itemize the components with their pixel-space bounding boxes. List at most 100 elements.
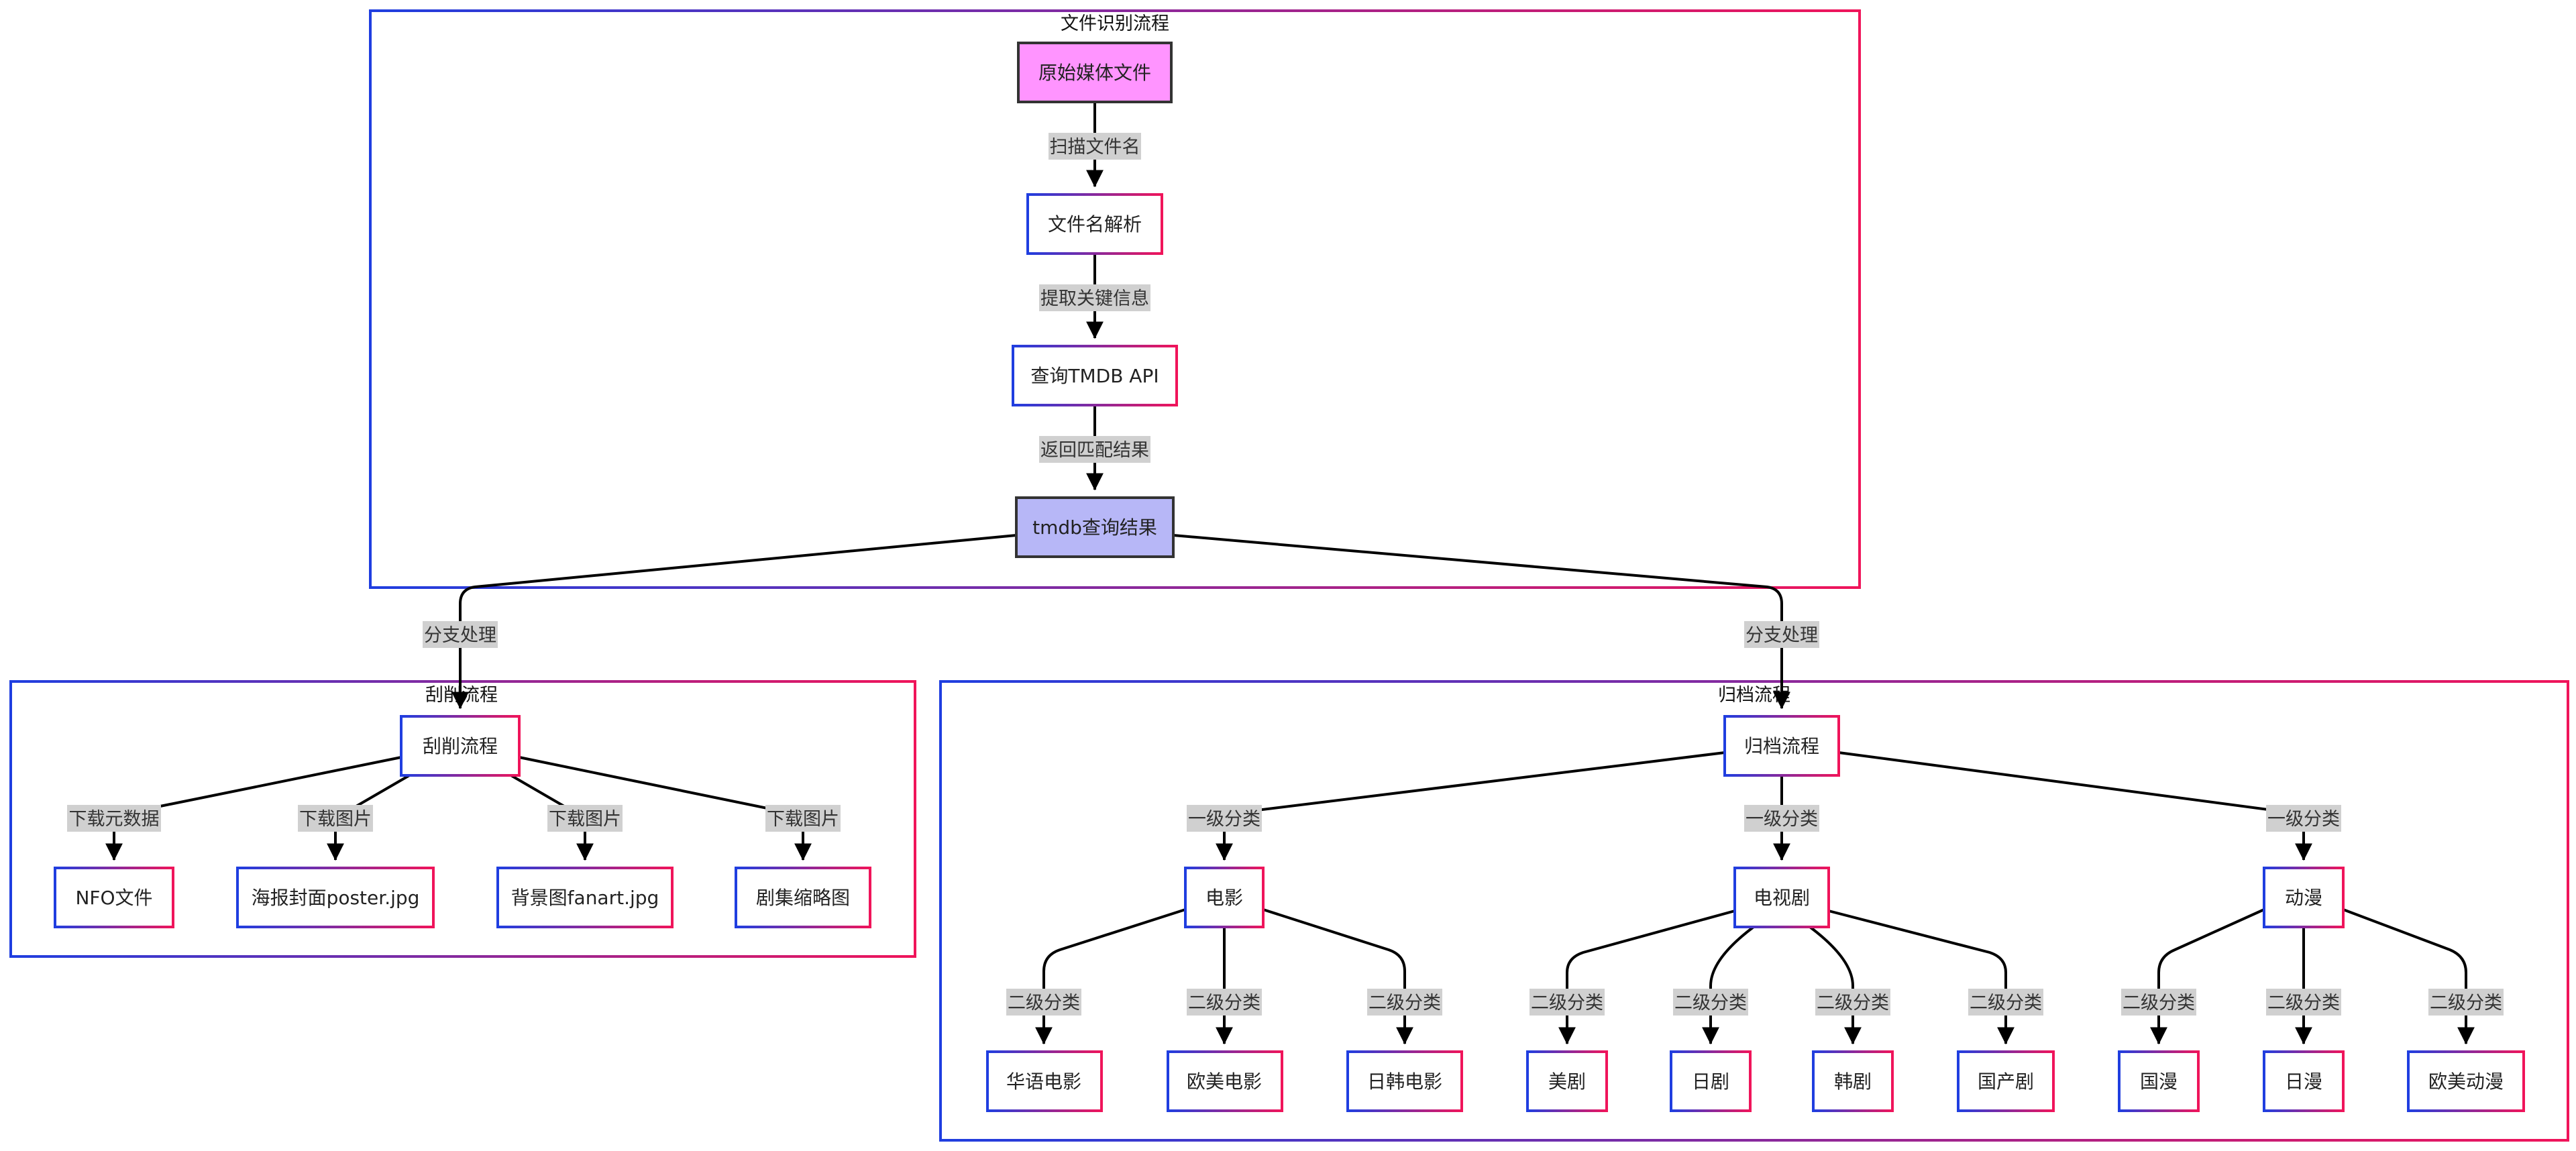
- svg-text:欧美电影: 欧美电影: [1187, 1071, 1262, 1093]
- svg-text:日韩电影: 日韩电影: [1367, 1071, 1442, 1093]
- edge-result-to-archive: [1173, 534, 1790, 710]
- svg-text:查询TMDB API: 查询TMDB API: [1030, 365, 1159, 387]
- edge-label-level2-3: 二级分类: [1367, 989, 1442, 1016]
- svg-text:下载图片: 下载图片: [299, 809, 372, 830]
- svg-text:一级分类: 一级分类: [2267, 809, 2340, 830]
- svg-text:扫描文件名: 扫描文件名: [1050, 137, 1140, 158]
- node-anime[interactable]: 动漫: [2263, 867, 2345, 928]
- node-chinese-movie[interactable]: 华语电影: [986, 1050, 1103, 1112]
- edge-label-return: 返回匹配结果: [1039, 436, 1150, 463]
- svg-text:分支处理: 分支处理: [1746, 625, 1818, 646]
- node-tmdb-query[interactable]: 查询TMDB API: [1012, 345, 1178, 406]
- svg-text:二级分类: 二级分类: [2267, 993, 2340, 1013]
- cluster-archive-title: 归档流程: [1718, 685, 1790, 706]
- cluster-scrape: 刮削流程: [9, 680, 916, 958]
- svg-text:刮削流程: 刮削流程: [423, 735, 498, 757]
- edge-label-branch-left: 分支处理: [423, 621, 498, 648]
- node-tmdb-result[interactable]: tmdb查询结果: [1015, 496, 1175, 558]
- svg-text:返回匹配结果: 返回匹配结果: [1040, 440, 1149, 461]
- edge-label-level1-tv: 一级分类: [1744, 805, 1819, 832]
- edge-label-dl-metadata: 下载元数据: [67, 805, 161, 832]
- edge-movie-to-chinese: [1035, 908, 1186, 1045]
- node-western-movie[interactable]: 欧美电影: [1167, 1050, 1283, 1112]
- node-jp-drama[interactable]: 日剧: [1670, 1050, 1752, 1112]
- node-western-anime[interactable]: 欧美动漫: [2407, 1050, 2525, 1112]
- node-kr-drama[interactable]: 韩剧: [1812, 1050, 1894, 1112]
- edge-label-level1-movie: 一级分类: [1187, 805, 1262, 832]
- svg-text:原始媒体文件: 原始媒体文件: [1038, 62, 1151, 84]
- nodes: 原始媒体文件 文件名解析 查询TMDB API tmdb查询结果 刮削流程 NF…: [54, 42, 2525, 1112]
- edge-label-level2-9: 二级分类: [2266, 989, 2341, 1016]
- node-filename-parse[interactable]: 文件名解析: [1026, 193, 1163, 255]
- edge-label-level2-1: 二级分类: [1006, 989, 1081, 1016]
- node-us-drama[interactable]: 美剧: [1526, 1050, 1608, 1112]
- svg-text:二级分类: 二级分类: [1817, 993, 1889, 1013]
- node-episode-thumb[interactable]: 剧集缩略图: [735, 867, 871, 928]
- node-tv[interactable]: 电视剧: [1733, 867, 1830, 928]
- svg-text:二级分类: 二级分类: [1368, 993, 1441, 1013]
- cluster-recognition-title: 文件识别流程: [1061, 13, 1169, 34]
- edge-label-branch-right: 分支处理: [1744, 621, 1819, 648]
- node-movie[interactable]: 电影: [1184, 867, 1265, 928]
- edge-label-level2-4: 二级分类: [1529, 989, 1605, 1016]
- edges: [105, 102, 2475, 1045]
- edge-anime-to-cn: [2150, 908, 2265, 1045]
- edge-label-level2-8: 二级分类: [2121, 989, 2196, 1016]
- cluster-recognition: 文件识别流程: [369, 9, 1861, 589]
- svg-text:文件名解析: 文件名解析: [1048, 213, 1142, 235]
- svg-text:提取关键信息: 提取关键信息: [1040, 288, 1149, 309]
- svg-text:华语电影: 华语电影: [1006, 1071, 1081, 1093]
- edge-label-dl-image-1: 下载图片: [298, 805, 373, 832]
- edge-label-level2-6: 二级分类: [1815, 989, 1890, 1016]
- svg-text:欧美动漫: 欧美动漫: [2428, 1071, 2504, 1093]
- node-jp-anime[interactable]: 日漫: [2263, 1050, 2345, 1112]
- node-scrape-flow[interactable]: 刮削流程: [400, 715, 521, 777]
- svg-text:动漫: 动漫: [2285, 887, 2322, 909]
- edge-label-level2-5: 二级分类: [1673, 989, 1748, 1016]
- svg-text:背景图fanart.jpg: 背景图fanart.jpg: [511, 887, 659, 909]
- node-fanart[interactable]: 背景图fanart.jpg: [496, 867, 674, 928]
- svg-text:电视剧: 电视剧: [1754, 887, 1810, 909]
- svg-text:国漫: 国漫: [2140, 1071, 2178, 1093]
- svg-text:一级分类: 一级分类: [1188, 809, 1260, 830]
- node-source-media[interactable]: 原始媒体文件: [1017, 42, 1173, 103]
- node-jpkr-movie[interactable]: 日韩电影: [1346, 1050, 1463, 1112]
- svg-text:日剧: 日剧: [1692, 1071, 1729, 1093]
- edge-labels: 扫描文件名 提取关键信息 返回匹配结果 分支处理 分支处理 下载元数据 下载图片: [67, 133, 2504, 1016]
- edge-tv-to-jp: [1702, 926, 1755, 1045]
- edge-tv-to-us: [1558, 910, 1735, 1045]
- svg-text:二级分类: 二级分类: [1674, 993, 1747, 1013]
- svg-text:二级分类: 二级分类: [1970, 993, 2042, 1013]
- svg-text:海报封面poster.jpg: 海报封面poster.jpg: [252, 887, 420, 909]
- svg-text:国产剧: 国产剧: [1978, 1071, 2034, 1093]
- edge-archive-to-movie: [1216, 751, 1725, 861]
- edge-anime-to-western: [2343, 908, 2475, 1045]
- svg-text:美剧: 美剧: [1548, 1071, 1586, 1093]
- svg-text:下载图片: 下载图片: [549, 809, 621, 830]
- edge-label-dl-image-2: 下载图片: [547, 805, 623, 832]
- svg-text:归档流程: 归档流程: [1744, 735, 1819, 757]
- edge-label-scan: 扫描文件名: [1049, 133, 1141, 160]
- edge-label-level2-10: 二级分类: [2428, 989, 2504, 1016]
- svg-text:韩剧: 韩剧: [1834, 1071, 1872, 1093]
- edge-movie-to-jpkr: [1263, 908, 1413, 1045]
- edge-tv-to-cn: [1828, 910, 2015, 1045]
- node-nfo-file[interactable]: NFO文件: [54, 867, 174, 928]
- node-cn-drama[interactable]: 国产剧: [1957, 1050, 2055, 1112]
- svg-text:二级分类: 二级分类: [2123, 993, 2195, 1013]
- edge-label-level2-7: 二级分类: [1968, 989, 2043, 1016]
- edge-label-extract: 提取关键信息: [1039, 284, 1150, 311]
- node-archive-flow[interactable]: 归档流程: [1723, 715, 1840, 777]
- node-poster[interactable]: 海报封面poster.jpg: [236, 867, 435, 928]
- svg-text:二级分类: 二级分类: [2430, 993, 2502, 1013]
- edge-label-level2-2: 二级分类: [1187, 989, 1262, 1016]
- svg-text:剧集缩略图: 剧集缩略图: [756, 887, 850, 909]
- svg-text:下载元数据: 下载元数据: [69, 809, 160, 830]
- svg-text:tmdb查询结果: tmdb查询结果: [1032, 516, 1157, 539]
- svg-text:二级分类: 二级分类: [1188, 993, 1260, 1013]
- svg-text:NFO文件: NFO文件: [75, 887, 152, 909]
- node-cn-anime[interactable]: 国漫: [2118, 1050, 2200, 1112]
- edge-tv-to-kr: [1809, 926, 1862, 1045]
- svg-text:日漫: 日漫: [2285, 1071, 2322, 1093]
